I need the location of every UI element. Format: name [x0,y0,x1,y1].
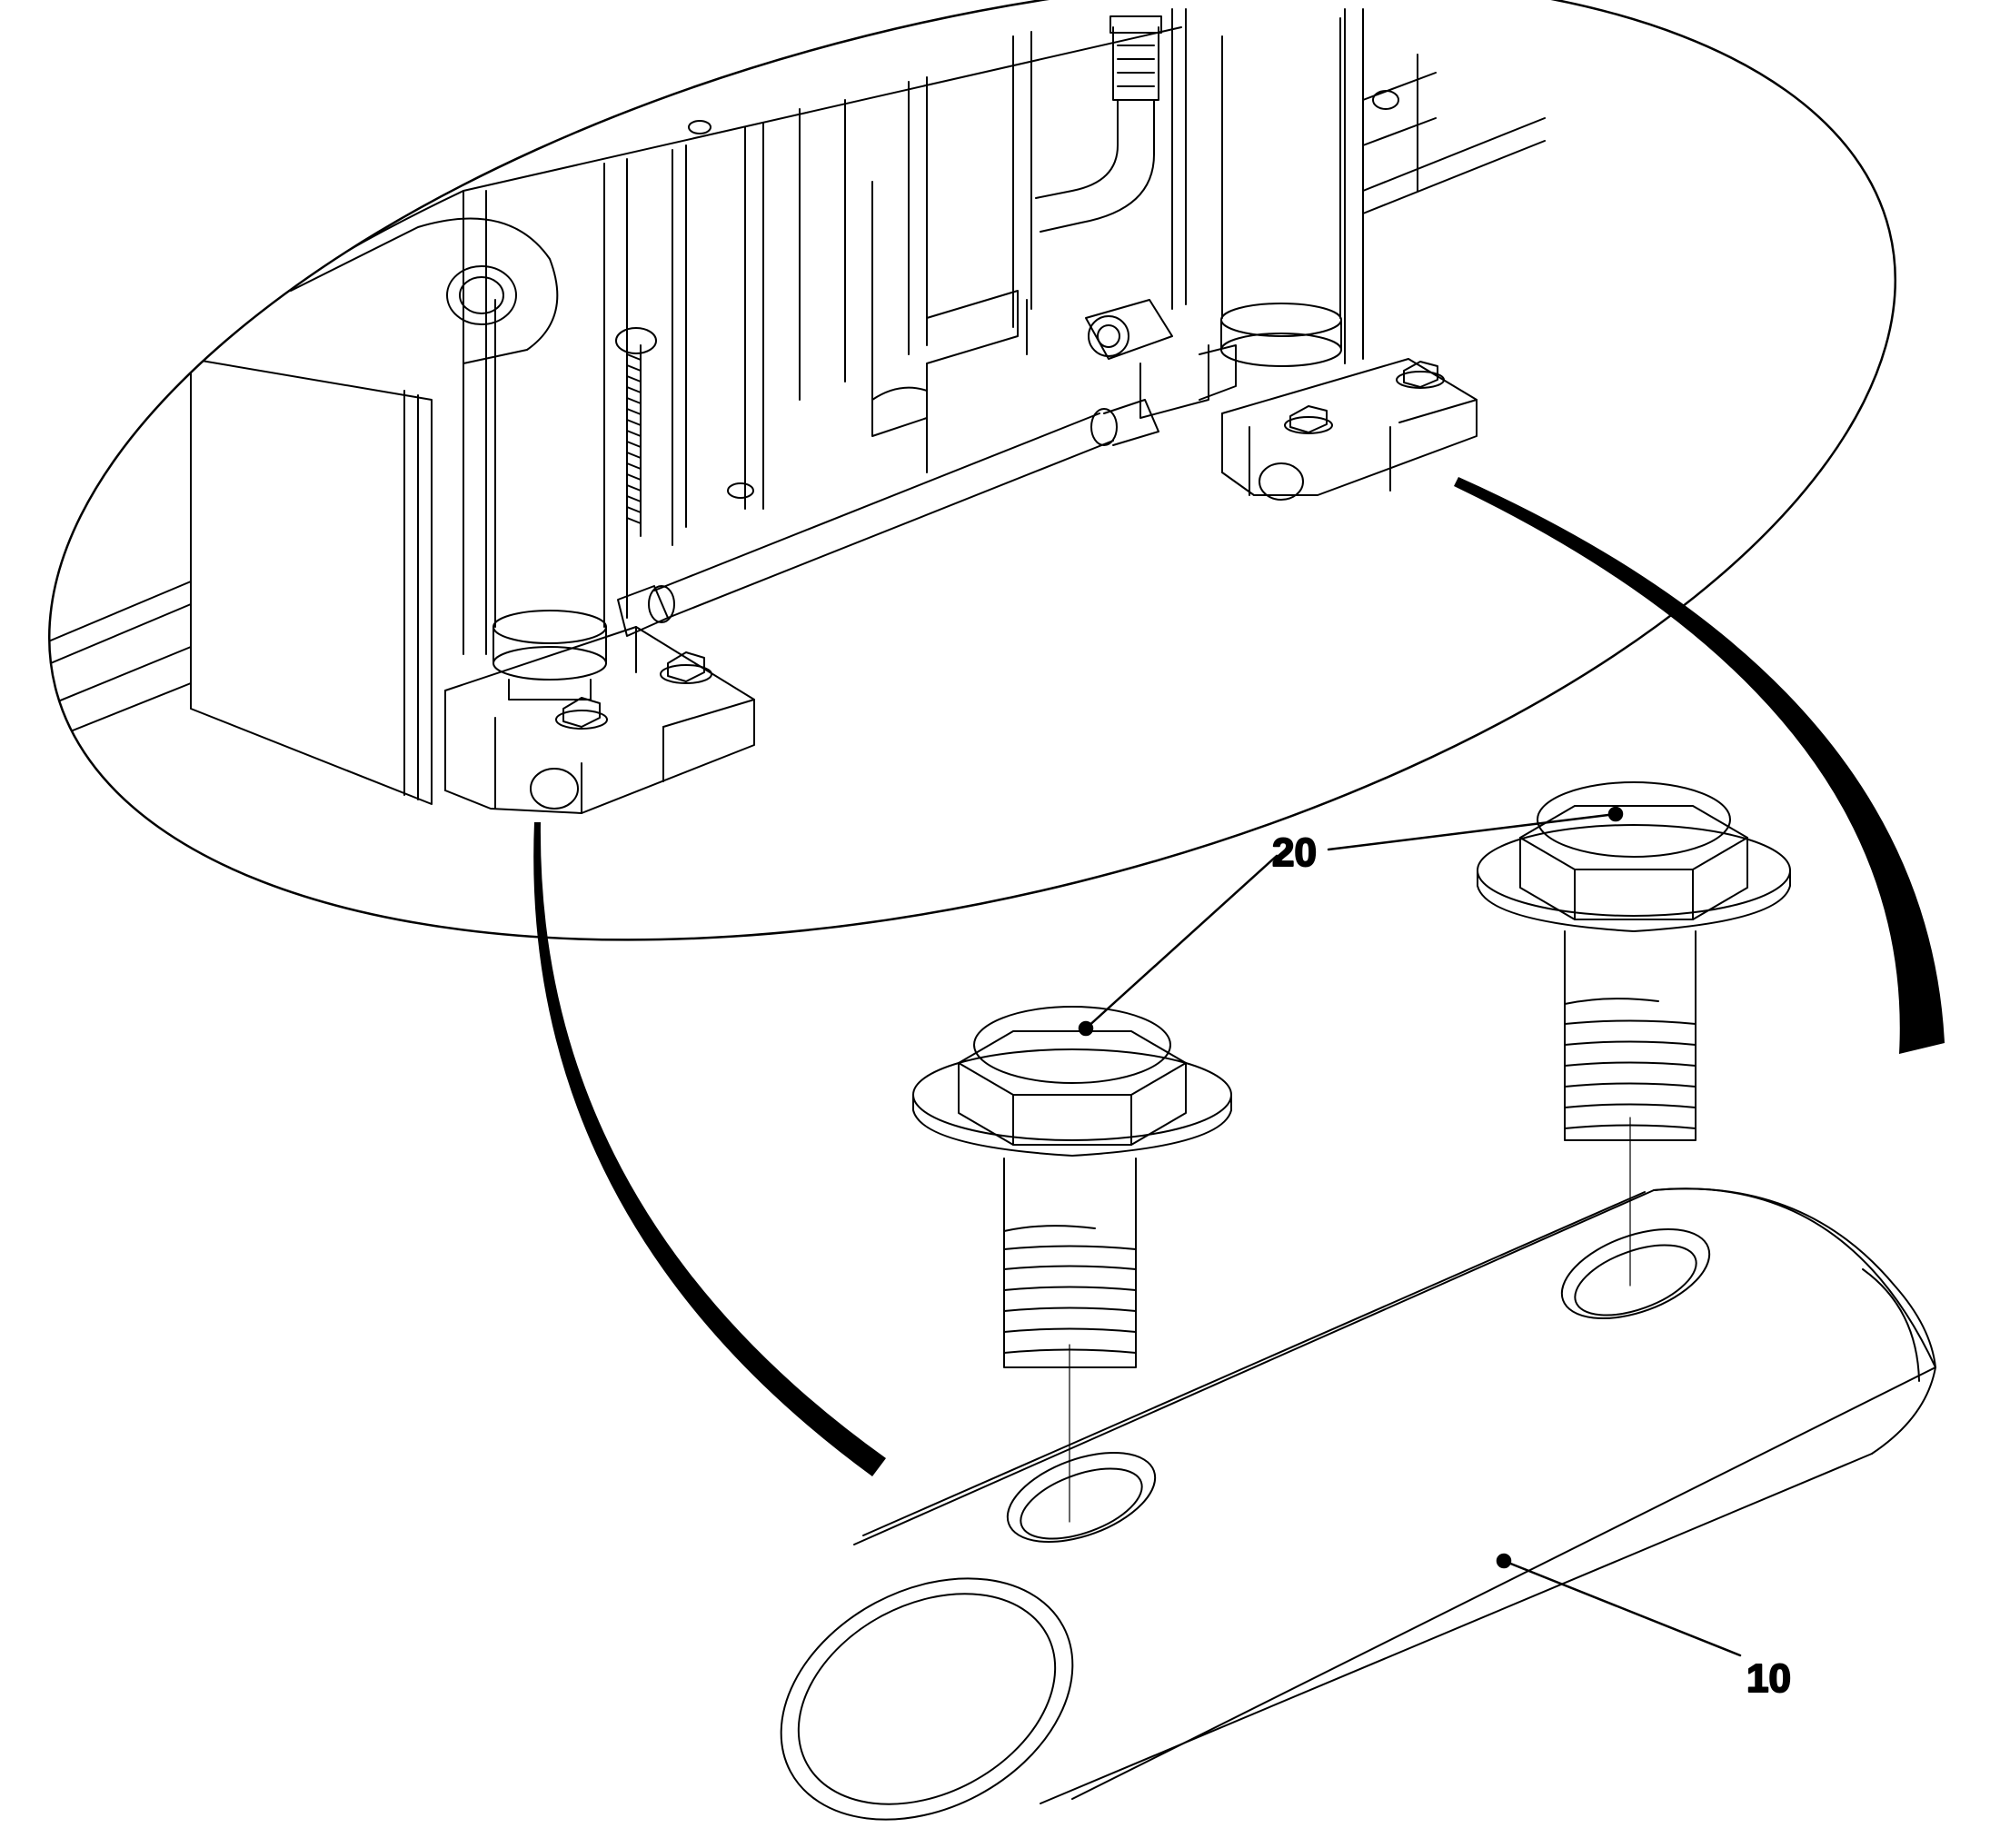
callout-10-leader [1496,1553,1742,1657]
central-plate [871,181,1028,473]
callout-10-label: 10 [1746,1656,1791,1701]
bolt-threads [1003,1225,1137,1354]
pin-hole-rear [1560,1227,1711,1320]
frame-body [190,8,1418,805]
hex-screw-left-2 [660,651,712,684]
cylindrical-pin [780,1187,1936,1821]
hex-screw-right-2 [1396,361,1445,389]
bolt-hex-head [958,1030,1187,1096]
callout-20-leaders [1078,806,1624,1037]
detail-circle [47,0,1897,941]
bolt-threads [1564,998,1697,1129]
hex-screw-left-1 [555,697,608,730]
tension-spring [615,327,657,537]
pin-body [853,1187,1936,1800]
clamp-block-left [444,626,755,814]
cylinder-right [1220,17,1342,367]
callout-20-label: 20 [1272,830,1317,875]
mounting-bracket [290,217,559,364]
pin-end-face [780,1577,1074,1821]
bracket-bushing-inner [459,276,504,314]
magnification-leaders [533,477,1945,1476]
hex-screw-right-1 [1284,405,1333,434]
clamp-block-right [1221,358,1478,501]
bolt-hex-head [1519,805,1748,870]
bracket-bushing-outer [446,265,517,325]
hose-fitting [1035,15,1162,233]
cylinder-left [493,272,607,700]
leader-arc-left [533,822,886,1476]
leader-arc-right [1454,477,1945,1054]
frame-hardware [688,90,1399,499]
flange-bolt-rear [1477,781,1791,1287]
elbow-fitting [1085,299,1237,419]
flange-bolt-front [912,1006,1232,1523]
pin-hole-front [1006,1451,1157,1544]
tie-rod [617,399,1159,637]
